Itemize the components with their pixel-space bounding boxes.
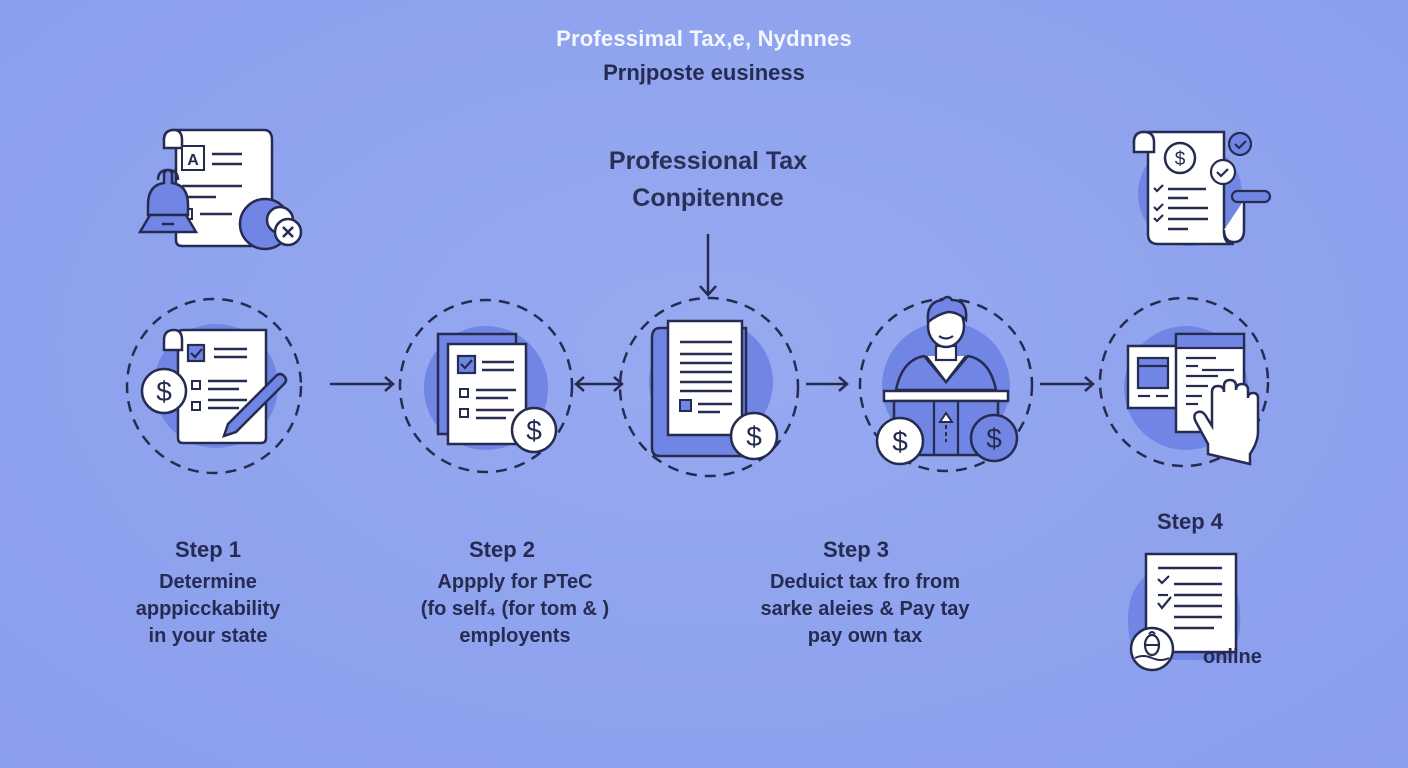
step-2-label: Step 2 bbox=[468, 537, 536, 562]
right-arrow-icon bbox=[330, 376, 395, 392]
ledger-book-dollar-icon: $ bbox=[618, 296, 800, 478]
svg-text:A: A bbox=[187, 152, 199, 169]
center-heading: Professional Tax Conpitennce bbox=[508, 143, 908, 217]
step-4-online-label: online bbox=[1203, 646, 1262, 668]
step-1-description: Determine apppicckability in your state bbox=[90, 569, 326, 650]
step-3-desc-line3: pay own tax bbox=[807, 625, 923, 647]
step-1-desc-line1: Determine bbox=[159, 571, 257, 593]
step-1-label: Step 1 bbox=[174, 537, 242, 562]
step-2-description: Appply for PTeC (fo self₄ (for tom & ) e… bbox=[380, 569, 650, 650]
step-2-desc-line1: Appply for PTeC bbox=[437, 571, 593, 593]
step-2-desc-line3: employents bbox=[459, 625, 571, 647]
svg-text:$: $ bbox=[156, 376, 172, 407]
center-heading-line1: Professional Tax bbox=[608, 147, 808, 175]
svg-text:$: $ bbox=[986, 423, 1002, 454]
step-1-desc-line2: apppicckability bbox=[135, 598, 281, 620]
center-heading-line2: Conpitennce bbox=[632, 184, 784, 212]
step-3-desc-line1: Deduict tax fro from bbox=[769, 571, 961, 593]
infographic-subtitle: Prnjposte eusiness bbox=[603, 60, 805, 85]
svg-text:$: $ bbox=[526, 415, 542, 446]
svg-text:$: $ bbox=[746, 421, 762, 452]
step-2-desc-line2: (fo self₄ (for tom & ) bbox=[420, 598, 610, 620]
online-checklist-icon bbox=[1128, 552, 1241, 672]
step-4-label: Step 4 bbox=[1156, 509, 1224, 534]
infographic-title: Professimal Tax,e, Nydnnes bbox=[556, 26, 852, 51]
web-form-hand-icon bbox=[1098, 296, 1270, 468]
svg-text:$: $ bbox=[1175, 149, 1186, 170]
bidirectional-arrow-icon bbox=[574, 376, 624, 392]
checklist-dollar-pencil-icon: $ bbox=[125, 297, 303, 475]
step-3-description: Deduict tax fro from sarke aleies & Pay … bbox=[720, 569, 1010, 650]
svg-text:$: $ bbox=[892, 426, 908, 457]
down-arrow-icon bbox=[699, 234, 717, 297]
document-bell-lock-icon: A bbox=[137, 128, 303, 251]
step-3-desc-line2: sarke aleies & Pay tay bbox=[760, 598, 970, 620]
employer-desk-dollar-icon: $ $ bbox=[858, 295, 1034, 473]
application-form-dollar-icon: $ bbox=[398, 298, 574, 474]
receipt-dollar-check-icon: $ bbox=[1132, 130, 1272, 246]
right-arrow-icon bbox=[1040, 376, 1095, 392]
right-arrow-icon bbox=[806, 376, 849, 392]
step-1-desc-line3: in your state bbox=[148, 625, 268, 647]
step-3-label: Step 3 bbox=[822, 537, 890, 562]
